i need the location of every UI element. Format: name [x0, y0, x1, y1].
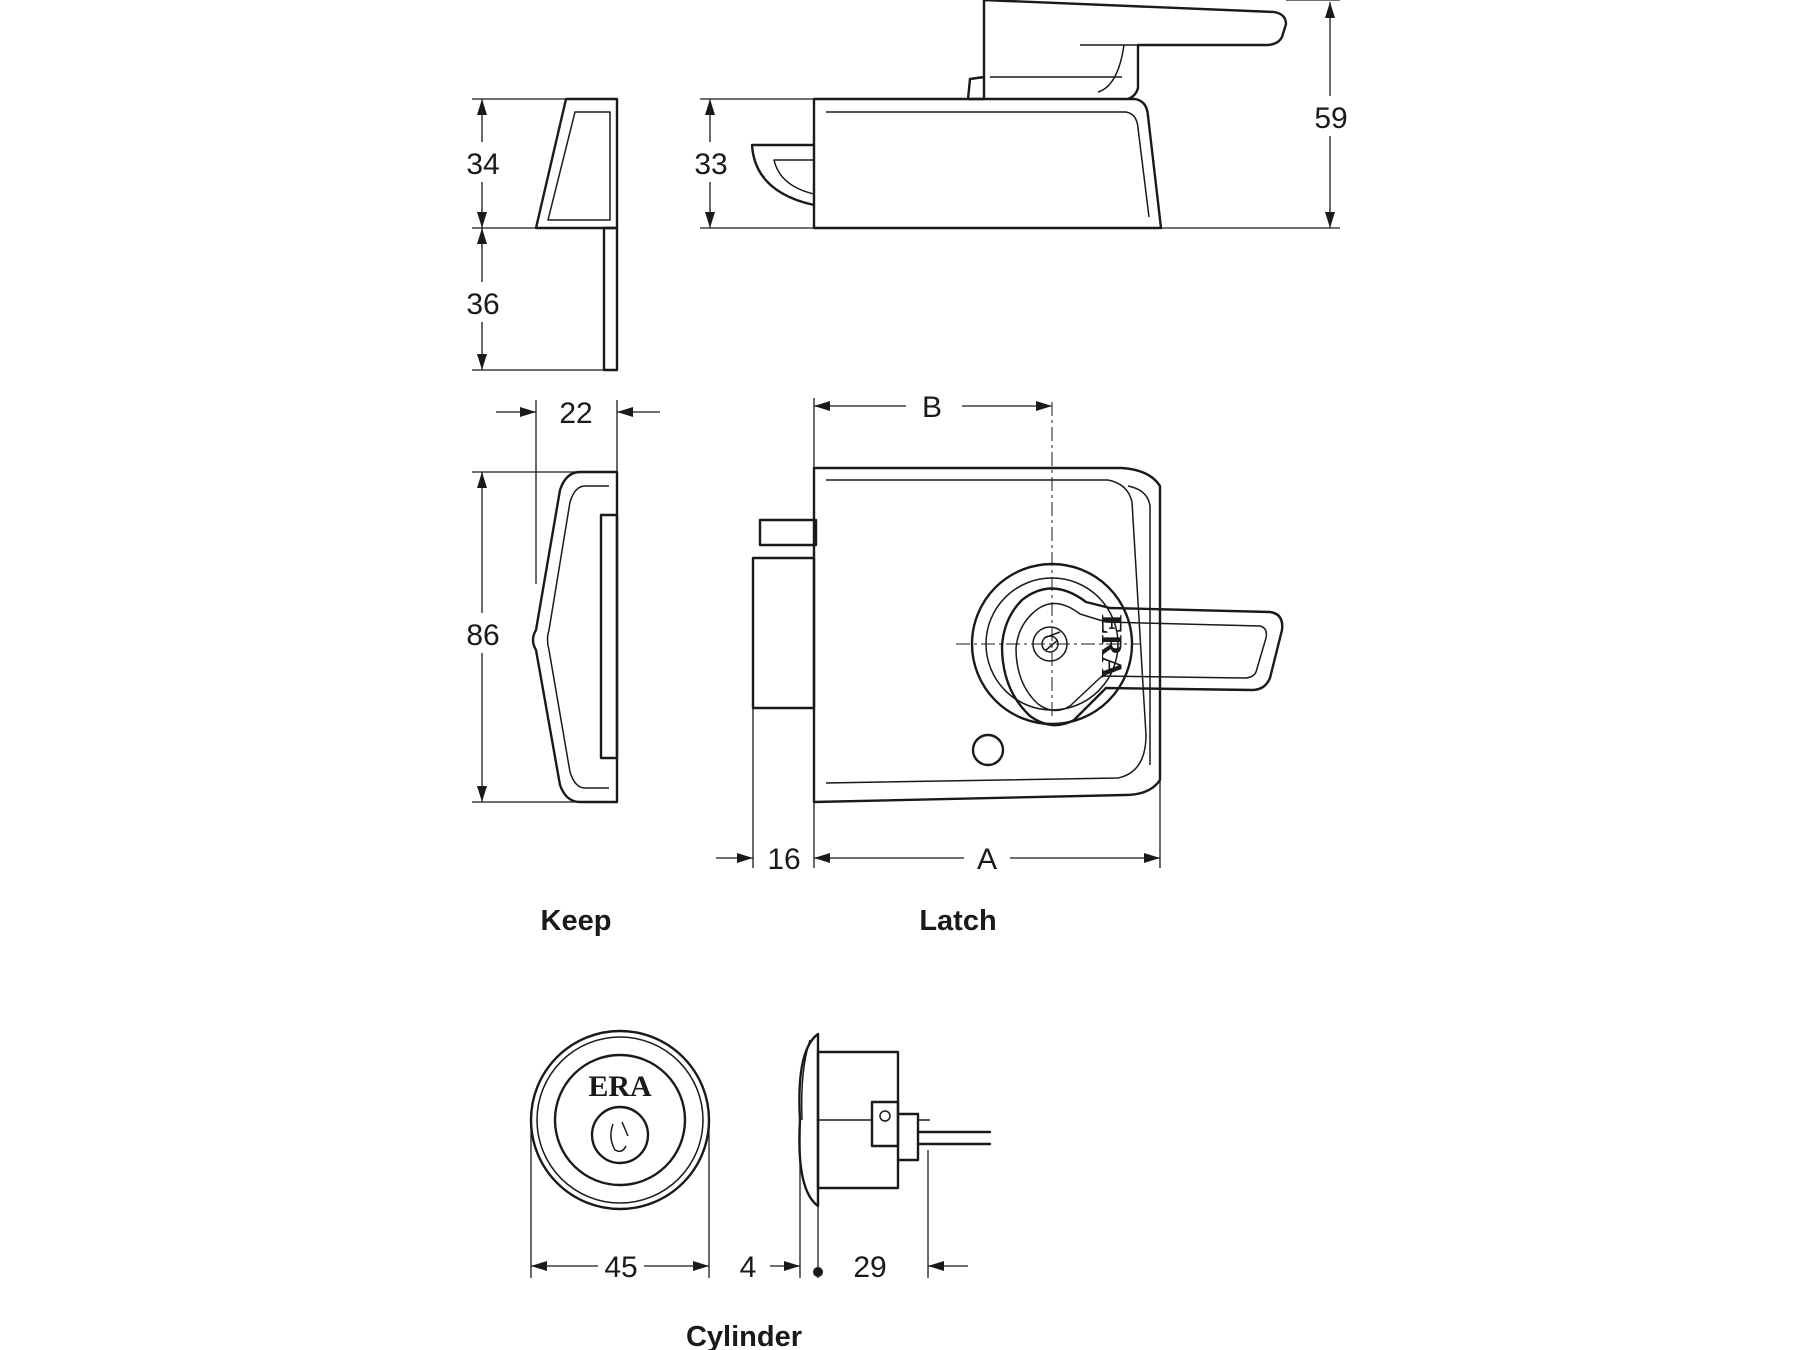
dim-latch-width: A: [977, 843, 997, 876]
dim-keep-upper-height: 34: [466, 148, 499, 181]
dim-cylinder-diameter: 45: [604, 1251, 637, 1284]
latch-front-view: ERA B 16 A: [716, 391, 1284, 876]
cylinder-front-view: ERA 45: [529, 1029, 711, 1284]
label-latch: Latch: [919, 905, 996, 937]
dim-cylinder-length: 29: [853, 1251, 886, 1284]
dim-latch-bolt: 16: [767, 843, 800, 876]
label-keep: Keep: [541, 905, 612, 937]
dim-keep-depth: 22: [559, 397, 592, 430]
latch-side-view: 33 59: [686, 0, 1356, 230]
label-cylinder: Cylinder: [686, 1321, 802, 1350]
dim-keep-lower-height: 36: [466, 288, 499, 321]
cylinder-brand-logo: ERA: [588, 1070, 652, 1103]
dim-latch-key-centre: B: [922, 391, 942, 424]
keep-side-view: 34 36: [458, 97, 619, 372]
cylinder-side-view: 4 29: [740, 1032, 992, 1284]
keep-front-view: 22 86: [458, 397, 660, 804]
dim-latch-side-height: 33: [694, 148, 727, 181]
latch-brand-logo: ERA: [1095, 614, 1128, 678]
dim-keep-height: 86: [466, 619, 499, 652]
dim-latch-total-height: 59: [1314, 102, 1347, 135]
dim-cylinder-flange: 4: [740, 1251, 757, 1284]
